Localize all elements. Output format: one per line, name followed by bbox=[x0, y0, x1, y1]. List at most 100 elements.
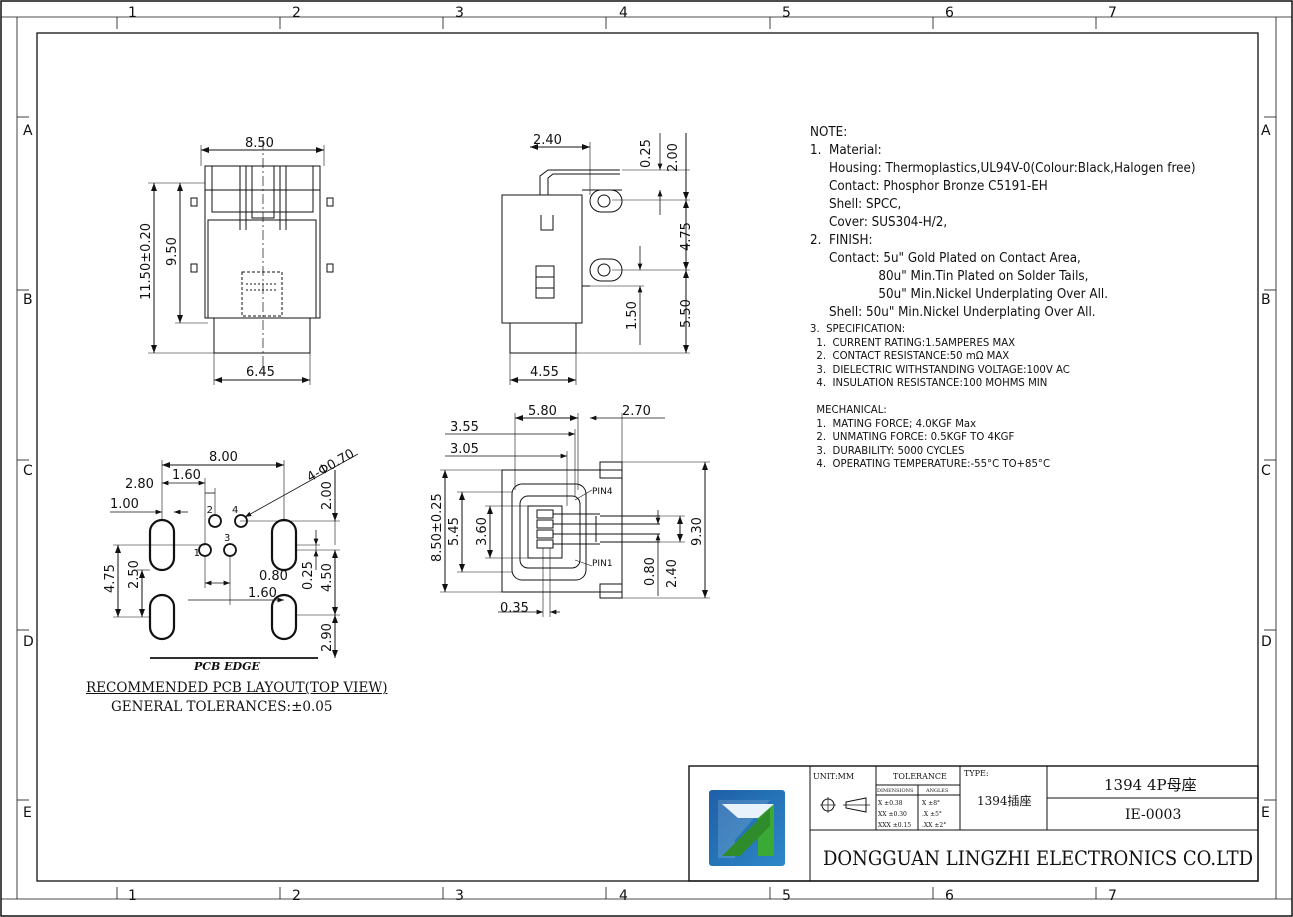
mech-line: 1. MATING FORCE; 4.0KGF Max bbox=[810, 416, 977, 430]
company-name: DONGGUAN LINGZHI ELECTRONICS CO.LTD bbox=[823, 846, 1253, 870]
type-value: 1394插座 bbox=[977, 793, 1032, 808]
note-line: Contact: Phosphor Bronze C5191-EH bbox=[810, 179, 1048, 194]
zone-col-label: 3 bbox=[455, 5, 464, 21]
side-dim-bottom: 4.55 bbox=[530, 365, 559, 380]
side-dim-025: 0.25 bbox=[639, 139, 654, 168]
note-line: Housing: Thermoplastics,UL94V-0(Colour:B… bbox=[810, 161, 1196, 176]
pcb-dim-250: 2.50 bbox=[127, 560, 142, 589]
side-dim-150: 1.50 bbox=[625, 301, 640, 330]
pcb-dim-280: 2.80 bbox=[125, 477, 154, 492]
ang-row-3: .XX ±2° bbox=[922, 822, 946, 829]
note-line: Shell: 50u" Min.Nickel Underplating Over… bbox=[810, 305, 1096, 320]
pcb-edge-label: PCB EDGE bbox=[193, 660, 260, 673]
zone-col-label: 6 bbox=[945, 5, 954, 21]
pcb-dim-290: 2.90 bbox=[320, 623, 335, 652]
pcb-layout-caption: RECOMMENDED PCB LAYOUT(TOP VIEW) bbox=[86, 680, 388, 696]
pcb-dim-holes: 4-Φ0.70 bbox=[305, 446, 358, 485]
dim-row-2: XX ±0.30 bbox=[878, 811, 907, 818]
zone-col-label: 5 bbox=[782, 5, 791, 21]
pin1-label: PIN1 bbox=[592, 559, 613, 569]
pcb-dim-800: 8.00 bbox=[209, 450, 238, 465]
side-dim-200: 2.00 bbox=[666, 143, 681, 172]
zone-col-label: 1 bbox=[128, 5, 137, 21]
zone-col-label: 6 bbox=[945, 888, 954, 904]
mech-line: 4. OPERATING TEMPERATURE:-55°C TO+85°C bbox=[810, 457, 1051, 471]
ang-row-2: .X ±5° bbox=[922, 811, 942, 818]
zone-row-label: B bbox=[23, 292, 33, 308]
note-line: Contact: 5u" Gold Plated on Contact Area… bbox=[810, 251, 1081, 266]
zone-row-label: A bbox=[23, 123, 33, 139]
angles-label: ANGLES bbox=[925, 788, 949, 794]
side-dim-550: 5.50 bbox=[679, 299, 694, 328]
pin-label-1: 1 bbox=[194, 548, 200, 559]
top-dim-355: 3.55 bbox=[450, 420, 479, 435]
pin4-label: PIN4 bbox=[592, 487, 613, 497]
top-dim-545: 5.45 bbox=[447, 517, 462, 546]
part-number: IE-0003 bbox=[1125, 807, 1181, 823]
zone-row-label: C bbox=[23, 463, 33, 479]
top-view bbox=[440, 413, 710, 617]
pcb-dim-200: 2.00 bbox=[320, 481, 335, 510]
spec-title: 3. SPECIFICATION: bbox=[810, 322, 906, 335]
mech-line: 2. UNMATING FORCE: 0.5KGF TO 4KGF bbox=[810, 430, 1015, 444]
zone-row-label: B bbox=[1261, 292, 1271, 308]
part-name: 1394 4P母座 bbox=[1104, 776, 1197, 794]
note-line: Cover: SUS304-H/2, bbox=[810, 215, 948, 230]
top-dim-360: 3.60 bbox=[475, 517, 490, 546]
front-dim-width-top: 8.50 bbox=[245, 136, 274, 151]
title-block bbox=[688, 765, 1259, 882]
top-dim-080: 0.80 bbox=[643, 557, 658, 586]
notes-block: NOTE: 1. Material: Housing: Thermoplasti… bbox=[810, 124, 1229, 471]
pin-label-3: 3 bbox=[224, 533, 230, 544]
zone-row-label: D bbox=[23, 634, 34, 650]
zone-col-label: 1 bbox=[128, 888, 137, 904]
zone-row-label: E bbox=[1261, 805, 1270, 821]
zone-col-label: 5 bbox=[782, 888, 791, 904]
note-line: Shell: SPCC, bbox=[810, 197, 902, 212]
pin-label-2: 2 bbox=[207, 505, 213, 516]
zone-col-label: 7 bbox=[1108, 5, 1117, 21]
mech-line: 3. DURABILITY: 5000 CYCLES bbox=[810, 443, 965, 457]
zone-col-label: 4 bbox=[619, 888, 628, 904]
zone-col-label: 7 bbox=[1108, 888, 1117, 904]
pcb-dim-450: 4.50 bbox=[320, 563, 335, 592]
spec-line: 1. CURRENT RATING:1.5AMPERES MAX bbox=[810, 335, 1016, 349]
ang-row-1: X ±8° bbox=[922, 800, 940, 807]
pin-label-4: 4 bbox=[232, 505, 238, 516]
front-dim-height-body: 9.50 bbox=[165, 237, 180, 266]
zone-col-label: 3 bbox=[455, 888, 464, 904]
general-tolerances: GENERAL TOLERANCES:±0.05 bbox=[111, 699, 333, 715]
pcb-dim-475: 4.75 bbox=[103, 564, 118, 593]
pcb-dim-080: 0.80 bbox=[259, 569, 288, 584]
mech-title: MECHANICAL: bbox=[810, 402, 887, 416]
zone-col-label: 2 bbox=[292, 5, 301, 21]
spec-line: 2. CONTACT RESISTANCE:50 mΩ MAX bbox=[810, 349, 1010, 363]
top-dim-305: 3.05 bbox=[450, 442, 479, 457]
zone-row-label: D bbox=[1261, 634, 1272, 650]
dim-row-1: X ±0.38 bbox=[878, 800, 903, 807]
top-dim-580: 5.80 bbox=[528, 404, 557, 419]
pcb-dim-160b: 1.60 bbox=[248, 586, 277, 601]
front-dim-width-bottom: 6.45 bbox=[246, 365, 275, 380]
note-title: NOTE: bbox=[810, 125, 848, 140]
pcb-dim-025: 0.25 bbox=[301, 561, 316, 590]
inner-frame bbox=[36, 32, 1259, 882]
zone-row-label: E bbox=[23, 805, 32, 821]
zone-col-label: 2 bbox=[292, 888, 301, 904]
dim-row-3: XXX ±0.15 bbox=[878, 822, 911, 829]
note-line: 1. Material: bbox=[810, 143, 882, 158]
pcb-dim-160a: 1.60 bbox=[172, 468, 201, 483]
note-line: 2. FINISH: bbox=[810, 233, 873, 248]
spec-line: 4. INSULATION RESISTANCE:100 MOHMS MIN bbox=[810, 376, 1048, 390]
front-dim-height-total: 11.50±0.20 bbox=[139, 223, 154, 300]
tolerance-title: TOLERANCE bbox=[893, 772, 947, 781]
spec-line: 3. DIELECTRIC WITHSTANDING VOLTAGE:100V … bbox=[810, 362, 1070, 376]
pcb-layout bbox=[110, 453, 359, 659]
top-dim-240: 2.40 bbox=[665, 559, 680, 588]
side-view bbox=[501, 133, 690, 385]
pcb-dim-100: 1.00 bbox=[110, 497, 139, 512]
top-dim-930: 9.30 bbox=[690, 517, 705, 546]
